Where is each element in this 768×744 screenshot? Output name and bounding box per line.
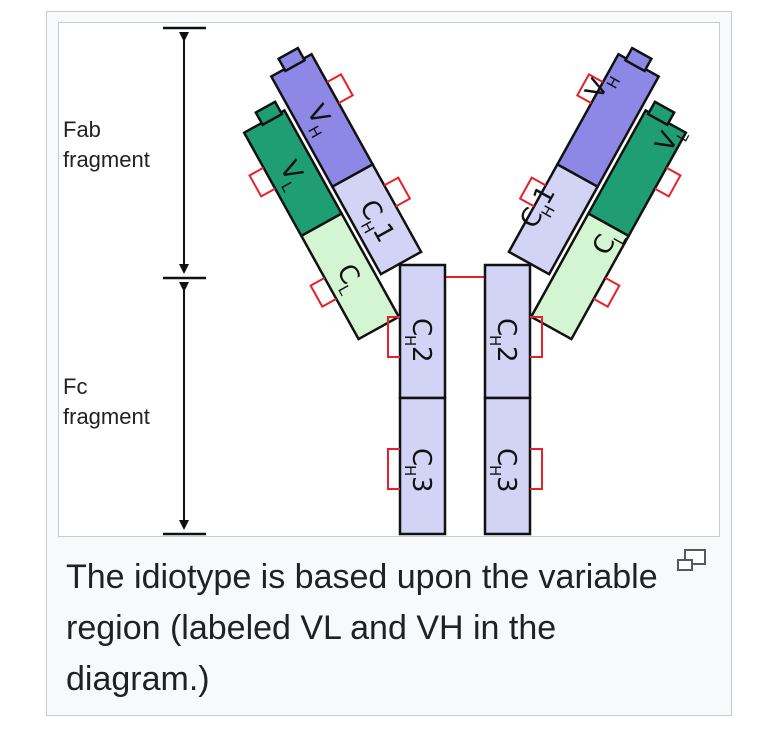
left-ch3-sub: H xyxy=(401,465,419,476)
left-ch2-label: C xyxy=(406,318,436,336)
left-vl-disulfide xyxy=(248,166,276,198)
right-ch2-label: C xyxy=(491,318,521,336)
right-ch2-sub: H xyxy=(486,335,504,346)
fab-label-line1: Fab xyxy=(63,117,101,142)
right-ch2-disulfide xyxy=(530,316,543,358)
right-ch1-domain xyxy=(507,162,600,276)
fc-label-line2: fragment xyxy=(63,404,150,429)
right-ch1-disulfide xyxy=(518,176,547,208)
right-ch3-sub: H xyxy=(486,465,504,476)
left-ch2-num: 2 xyxy=(406,346,436,363)
right-fab-arm xyxy=(507,46,688,341)
right-vl-notch xyxy=(646,100,676,127)
left-ch3-num: 3 xyxy=(406,476,436,493)
left-vh-disulfide xyxy=(326,73,355,105)
right-ch3-disulfide xyxy=(530,448,543,490)
left-ch3-disulfide xyxy=(387,448,400,490)
right-ch2-num: 2 xyxy=(491,346,521,363)
fc-region: C H 2 C H 3 C H 2 C H 3 xyxy=(387,263,543,536)
right-cl-disulfide xyxy=(593,277,621,308)
left-ch1-disulfide xyxy=(383,176,412,208)
right-vl-disulfide xyxy=(654,166,682,198)
left-cl-disulfide xyxy=(309,277,337,308)
left-ch3-domain xyxy=(398,396,447,536)
antibody-diagram-image[interactable]: Fab fragment Fc fragment V H C H xyxy=(58,22,720,537)
enlarge-icon[interactable] xyxy=(676,548,708,576)
antibody-diagram: Fab fragment Fc fragment V H C H xyxy=(63,26,693,536)
fc-label-line1: Fc xyxy=(63,374,87,399)
left-ch2-disulfide xyxy=(387,316,400,358)
left-ch1-domain xyxy=(330,162,423,276)
left-heavy-chain-fab: V H C H 1 xyxy=(269,46,423,276)
right-ch2-domain xyxy=(483,263,532,400)
right-ch3-label: C xyxy=(491,448,521,466)
figure-caption: The idiotype is based upon the variable … xyxy=(66,558,658,698)
right-cl-domain xyxy=(529,211,631,341)
right-ch3-domain xyxy=(483,396,532,536)
fc-measure xyxy=(163,282,206,536)
left-fab-arm: V H C H 1 V L xyxy=(242,46,423,341)
left-vl-notch xyxy=(254,100,284,127)
right-vh-disulfide xyxy=(575,73,604,105)
fab-label-line2: fragment xyxy=(63,147,150,172)
right-ch3-num: 3 xyxy=(491,476,521,493)
left-ch2-sub: H xyxy=(401,335,419,346)
left-ch3-label: C xyxy=(406,448,436,466)
fab-measure xyxy=(163,26,206,280)
left-ch2-domain xyxy=(398,263,447,400)
left-vh-notch xyxy=(276,46,307,73)
right-vh-notch xyxy=(623,46,654,73)
left-light-chain: V L C L xyxy=(242,100,401,341)
left-cl-domain xyxy=(299,211,401,341)
